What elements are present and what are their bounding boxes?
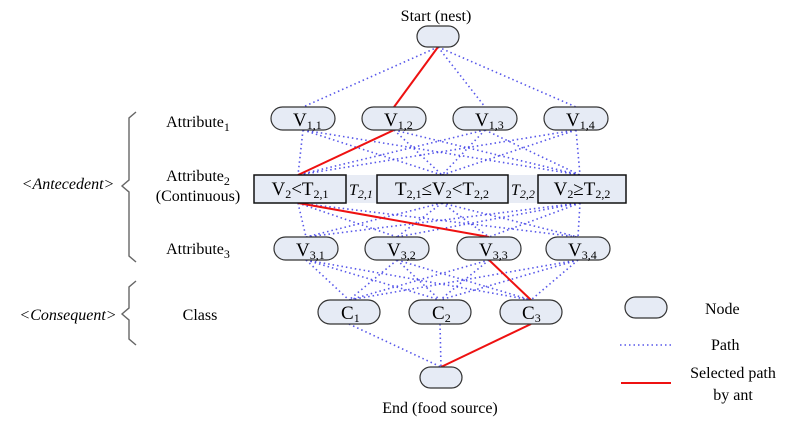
svg-text:C2: C2 (432, 303, 451, 325)
edge-v22-v34 (441, 202, 579, 238)
edge-v34-c2 (439, 259, 579, 301)
selected-path (297, 46, 532, 368)
svg-text:V3,2: V3,2 (387, 240, 416, 262)
edge-v32-c3 (396, 259, 532, 301)
svg-text:V1,1: V1,1 (293, 110, 322, 132)
edge-v13-v23 (484, 129, 581, 176)
svg-text:V1,3: V1,3 (475, 110, 504, 132)
legend: Node Path Selected path by ant (620, 296, 776, 404)
node-v13: V1,3 (452, 106, 518, 132)
edge-v21-v31 (297, 202, 307, 238)
start-label: Start (nest) (401, 8, 472, 25)
selected-edge-v33-c3 (488, 259, 532, 301)
threshold-t22: T2,2 (511, 182, 535, 201)
legend-selected-path-label: Selected path (690, 365, 776, 382)
selected-edge-c3-end (440, 323, 532, 368)
consequent-label: <Consequent> (19, 307, 116, 324)
edge-v11-v21 (297, 129, 304, 176)
selected-edge-v21-v33 (297, 202, 490, 238)
svg-text:V1,2: V1,2 (384, 110, 413, 132)
node-v12: V1,2 (361, 106, 427, 132)
antecedent-brace (120, 111, 137, 263)
end-node (419, 366, 463, 389)
edge-v34-c1 (348, 259, 579, 301)
node-v23: V2≥T2,2 (537, 174, 627, 204)
row-label-class: Class (183, 307, 218, 324)
legend-node-icon (624, 296, 668, 319)
edge-v11-v22 (302, 129, 443, 176)
row-label-attribute-2: Attribute2 (166, 168, 230, 188)
node-v21: V2<T2,1 (253, 174, 347, 204)
edge-v33-c2 (439, 259, 490, 301)
edges (297, 46, 581, 368)
node-v32: V3,2 (364, 236, 430, 262)
node-v14: V1,4 (543, 106, 609, 132)
edge-v14-v23 (575, 129, 581, 176)
edge-v14-v21 (297, 129, 577, 176)
svg-text:T2,1: T2,1 (349, 182, 373, 201)
svg-text:V3,1: V3,1 (296, 240, 325, 262)
edge-v34-c3 (530, 259, 579, 301)
node-c2: C2 (408, 299, 472, 325)
edge-start-v14 (437, 46, 577, 108)
end-label: End (food source) (382, 400, 498, 417)
svg-text:C1: C1 (341, 303, 360, 325)
row-label-attribute-3: Attribute3 (166, 241, 230, 261)
node-v33: V3,3 (456, 236, 522, 262)
node-c3: C3 (499, 299, 563, 325)
edge-c2-end (439, 323, 442, 368)
edge-v31-c2 (305, 259, 441, 301)
edge-c1-end (348, 323, 442, 368)
edge-v31-c1 (305, 259, 350, 301)
edge-v13-v21 (297, 129, 486, 176)
edge-start-v13 (437, 46, 486, 108)
row-label-attribute-1: Attribute1 (166, 114, 230, 134)
selected-edge-start-v12 (393, 46, 439, 108)
node-v31: V3,1 (273, 236, 339, 262)
row-label-attribute-2-type: (Continuous) (156, 188, 240, 205)
edge-v12-v23 (393, 129, 581, 176)
node-v11: V1,1 (270, 106, 336, 132)
edge-v22-v32 (396, 202, 443, 238)
svg-text:V1,4: V1,4 (566, 110, 595, 132)
selected-edge-v12-v21 (297, 129, 395, 176)
edge-v12-v22 (393, 129, 443, 176)
node-c1: C1 (317, 299, 381, 325)
svg-text:V3,4: V3,4 (568, 240, 597, 262)
consequent-brace (120, 280, 137, 346)
edge-v14-v22 (441, 129, 577, 176)
legend-path-label: Path (711, 337, 739, 354)
svg-text:T2,2: T2,2 (511, 182, 535, 201)
start-node (416, 25, 460, 48)
svg-text:C3: C3 (522, 303, 541, 325)
svg-text:V3,3: V3,3 (479, 240, 508, 262)
node-v34: V3,4 (545, 236, 611, 262)
edge-v13-v22 (441, 129, 486, 176)
edge-v23-v31 (305, 202, 581, 238)
legend-node-label: Node (705, 301, 740, 318)
edge-v22-v31 (305, 202, 443, 238)
edge-v23-v34 (577, 202, 581, 238)
edge-v22-v33 (441, 202, 490, 238)
edge-v21-v34 (297, 202, 579, 238)
edge-start-v11 (302, 46, 439, 108)
antecedent-label: <Antecedent> (22, 176, 115, 193)
threshold-t21: T2,1 (349, 182, 373, 201)
node-v22: T2,1≤V2<T2,2 (376, 174, 509, 204)
edge-v31-c3 (305, 259, 532, 301)
edge-v32-c1 (348, 259, 398, 301)
legend-selected-path-label-2: by ant (713, 387, 753, 404)
edge-v33-c1 (348, 259, 490, 301)
edge-v32-c2 (396, 259, 441, 301)
